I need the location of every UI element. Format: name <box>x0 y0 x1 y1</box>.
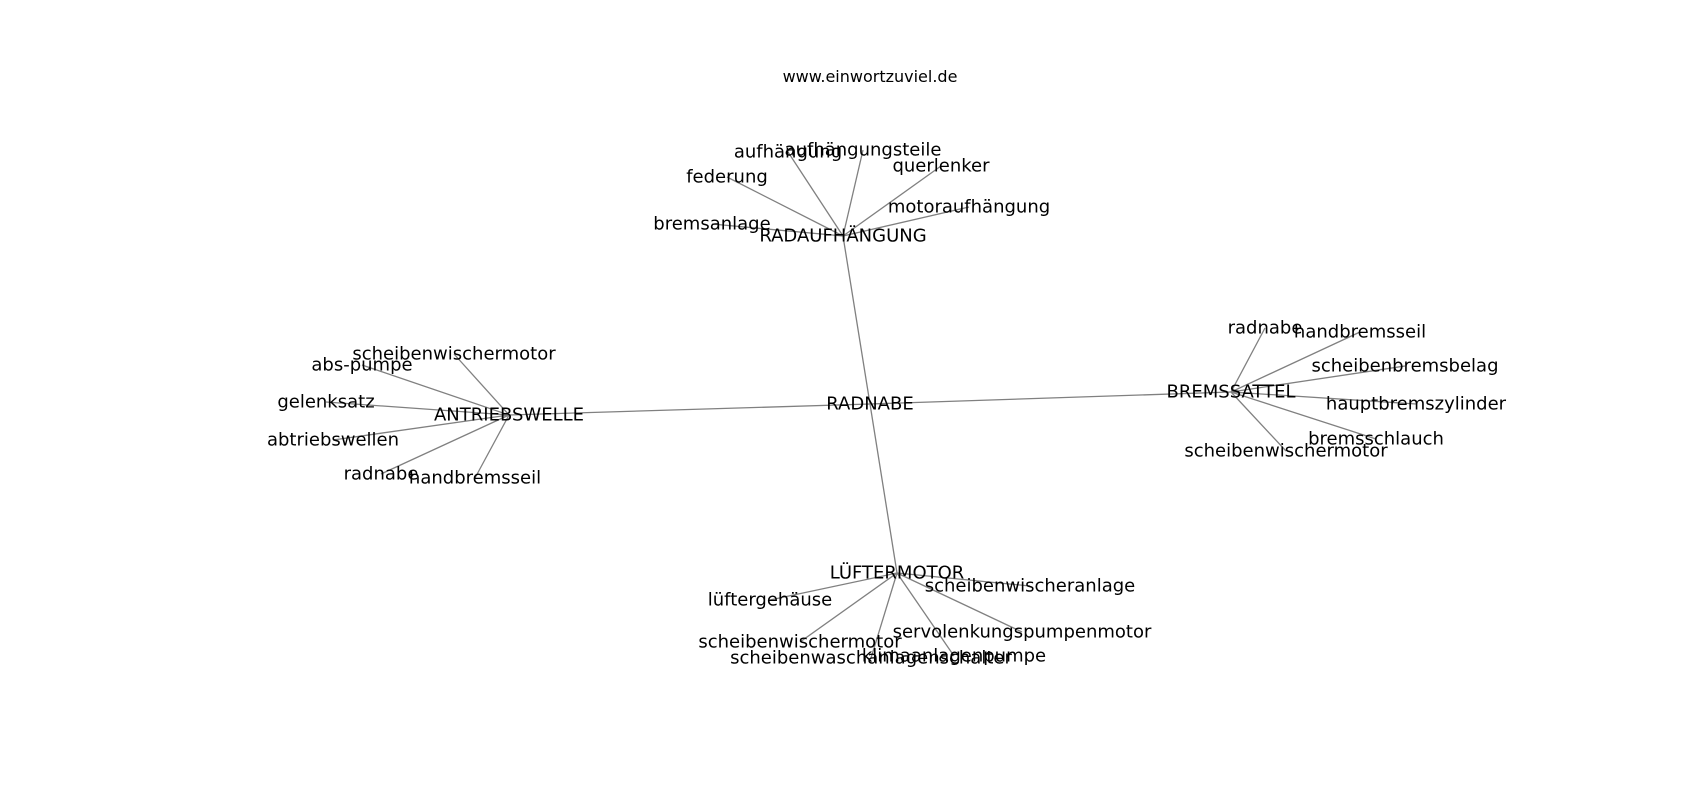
edge-bremssattel-2 <box>1230 365 1406 393</box>
edge-bremssattel-4 <box>1230 391 1377 440</box>
leaf-node-bremssattel-4: bremsschlauch <box>1308 429 1444 450</box>
edge-radaufhaengung-2 <box>842 165 942 237</box>
leaf-node-bremssattel-2: scheibenbremsbelag <box>1311 356 1498 377</box>
edge-bremssattel-1 <box>1230 331 1361 393</box>
edge-antriebswelle-4 <box>380 414 510 475</box>
edge-bremssattel-5 <box>1230 391 1287 452</box>
edge-antriebswelle-0 <box>453 353 510 416</box>
edge-antriebswelle-5 <box>474 414 510 479</box>
edge-bremssattel-3 <box>1230 391 1417 405</box>
edge-radaufhaengung-0 <box>787 151 844 237</box>
leaf-node-lueftermotor-1: scheibenwischeranlage <box>925 576 1136 597</box>
leaf-node-lueftermotor-3: scheibenwischermotor <box>698 632 902 653</box>
edge-lueftermotor-2 <box>896 572 1023 633</box>
edge-radaufhaengung-4 <box>842 206 970 237</box>
edge-radaufhaengung-1 <box>842 149 864 237</box>
leaf-node-antriebswelle-0: scheibenwischermotor <box>352 344 556 365</box>
leaf-node-antriebswelle-4: radnabe <box>344 464 419 485</box>
edge-antriebswelle-2 <box>325 401 510 416</box>
leaf-node-antriebswelle-2: gelenksatz <box>277 392 374 413</box>
edge-lueftermotor-4 <box>896 572 955 657</box>
leaf-node-lueftermotor-0: lüftergehäuse <box>708 590 832 611</box>
hub-node-lueftermotor: LÜFTERMOTOR <box>830 562 965 584</box>
leaf-node-radaufhaengung-3: federung <box>686 167 768 188</box>
graph-edges <box>325 149 1417 659</box>
graph-nodes: RADNABE RADAUFHÄNGUNG aufhängungaufhängung… <box>267 140 1507 669</box>
edge-radaufhaengung-3 <box>726 176 844 237</box>
leaf-node-bremssattel-5: scheibenwischermotor <box>1184 441 1388 462</box>
leaf-node-antriebswelle-1: abs-pumpe <box>311 355 412 376</box>
leaf-node-lueftermotor-5: scheibenwaschanlagenschalter <box>730 648 1012 669</box>
leaf-node-bremssattel-3: hauptbremszylinder <box>1326 394 1507 415</box>
edge-bremssattel-0 <box>1230 327 1266 393</box>
edge-center-radaufhaengung <box>842 235 871 405</box>
edge-center-bremssattel <box>869 391 1232 405</box>
leaf-node-antriebswelle-3: abtriebswellen <box>267 430 399 451</box>
edge-radaufhaengung-5 <box>711 223 844 237</box>
hub-node-antriebswelle: ANTRIEBSWELLE <box>434 405 584 426</box>
leaf-node-radaufhaengung-1: aufhängungsteile <box>785 140 942 161</box>
hub-node-bremssattel: BREMSSATTEL <box>1167 382 1296 403</box>
leaf-node-radaufhaengung-5: bremsanlage <box>653 214 770 235</box>
edge-lueftermotor-3 <box>799 572 898 643</box>
edge-antriebswelle-1 <box>361 364 510 416</box>
leaf-node-bremssattel-0: radnabe <box>1228 318 1303 339</box>
edge-center-antriebswelle <box>508 403 871 416</box>
site-url: www.einwortzuviel.de <box>783 67 958 86</box>
leaf-node-radaufhaengung-4: motoraufhängung <box>888 197 1050 218</box>
edge-antriebswelle-3 <box>332 414 510 441</box>
leaf-node-bremssattel-1: handbremsseil <box>1294 322 1426 343</box>
center-node-label: RADNABE <box>826 394 913 415</box>
leaf-node-antriebswelle-5: handbremsseil <box>409 468 541 489</box>
hub-node-radaufhaengung: RADAUFHÄNGUNG <box>759 226 926 247</box>
leaf-node-lueftermotor-2: servolenkungspumpenmotor <box>893 622 1152 643</box>
leaf-node-radaufhaengung-2: querlenker <box>892 156 990 177</box>
edge-lueftermotor-5 <box>870 572 898 659</box>
edge-center-lueftermotor <box>869 403 898 574</box>
leaf-node-lueftermotor-4: klimaanlagenpumpe <box>862 646 1046 667</box>
edge-lueftermotor-0 <box>769 572 898 601</box>
edge-lueftermotor-1 <box>896 572 1031 587</box>
leaf-node-radaufhaengung-0: aufhängung <box>734 142 842 163</box>
